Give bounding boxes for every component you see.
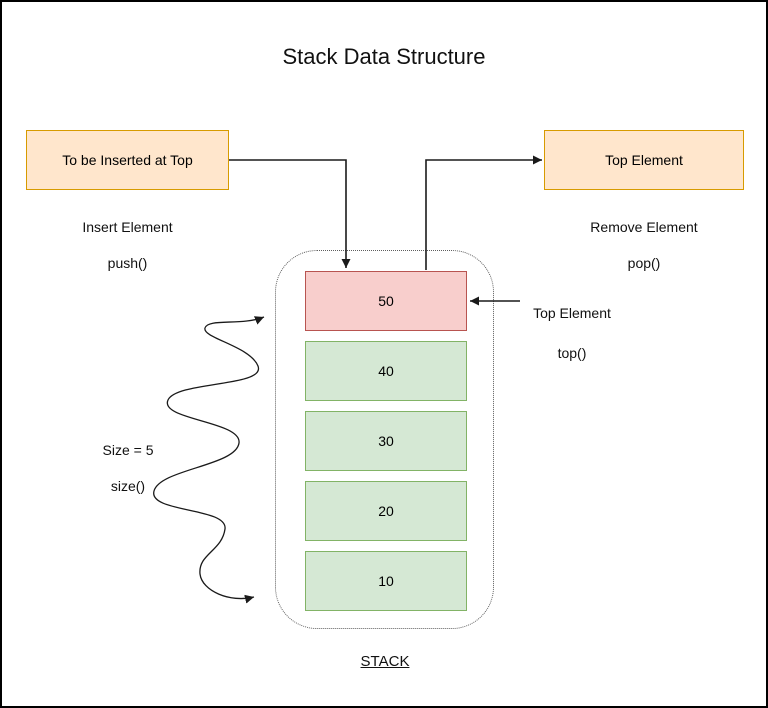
push-caption-line2: push() xyxy=(107,255,148,271)
pop-target-box-label: Top Element xyxy=(605,152,683,168)
stack-item-value: 30 xyxy=(378,433,394,449)
push-caption-line1: Insert Element xyxy=(82,219,173,235)
size-caption: Size = 5 size() xyxy=(72,423,184,513)
pop-caption: Remove Element pop() xyxy=(544,200,744,290)
size-caption-line1: Size = 5 xyxy=(102,442,154,458)
stack-label: STACK xyxy=(360,653,410,670)
pop-caption-line2: pop() xyxy=(627,255,661,271)
stack-item-value: 20 xyxy=(378,503,394,519)
push-source-box: To be Inserted at Top xyxy=(26,130,229,190)
push-source-box-label: To be Inserted at Top xyxy=(62,152,193,168)
stack-item-top: 50 xyxy=(305,271,467,331)
stack-item-value: 40 xyxy=(378,363,394,379)
stack-item: 10 xyxy=(305,551,467,611)
top-pointer-caption: Top Element top() xyxy=(518,283,626,383)
size-caption-line2: size() xyxy=(110,478,146,494)
stack-item: 30 xyxy=(305,411,467,471)
stack-item: 20 xyxy=(305,481,467,541)
push-caption: Insert Element push() xyxy=(26,200,229,290)
top-pointer-caption-line1: Top Element xyxy=(533,305,611,321)
stack-container: 50 40 30 20 10 xyxy=(275,250,494,629)
stack-item: 40 xyxy=(305,341,467,401)
pop-target-box: Top Element xyxy=(544,130,744,190)
top-pointer-caption-line2: top() xyxy=(557,345,587,361)
pop-caption-line1: Remove Element xyxy=(590,219,698,235)
page-title: Stack Data Structure xyxy=(282,44,486,69)
stack-item-value: 50 xyxy=(378,293,394,309)
stack-item-value: 10 xyxy=(378,573,394,589)
